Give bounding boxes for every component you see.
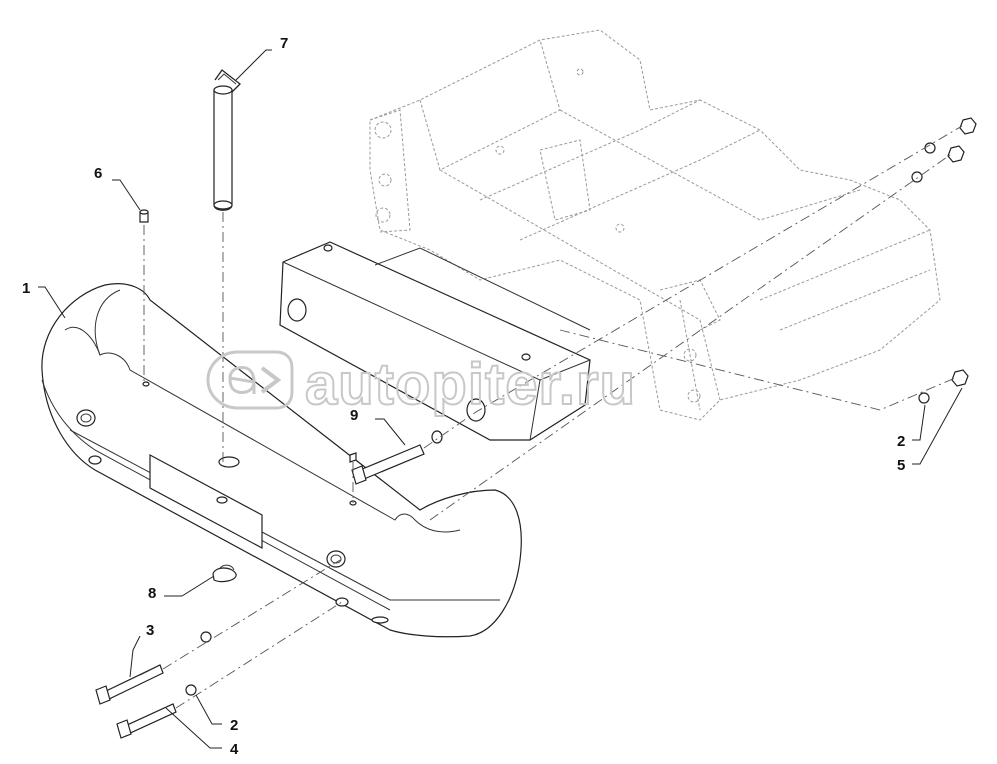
callout-labels: 1 2 2 3 4 5 6 7 8 9 — [22, 35, 905, 758]
locking-pin — [213, 69, 241, 211]
small-pin — [139, 209, 149, 223]
assembly-axes — [143, 125, 963, 709]
callout-8: 8 — [148, 585, 156, 602]
right-hardware — [911, 117, 977, 404]
callout-2-bottom: 2 — [230, 717, 238, 734]
bolt-3 — [95, 631, 212, 705]
callout-leaders — [38, 49, 963, 749]
callout-6: 6 — [94, 165, 102, 182]
callout-2-right: 2 — [897, 433, 905, 450]
callout-9: 9 — [350, 407, 358, 424]
watermark: autopiter.ru — [206, 350, 636, 418]
callout-3: 3 — [146, 622, 154, 639]
watermark-text: autopiter.ru — [305, 352, 636, 417]
callout-7: 7 — [280, 35, 288, 52]
callout-5: 5 — [897, 457, 905, 474]
spring-clip — [212, 564, 237, 583]
tractor-front-frame — [369, 29, 941, 421]
arrow-in-circle-logo-icon — [206, 350, 294, 410]
callout-4: 4 — [230, 741, 239, 758]
bolt-4 — [116, 684, 197, 739]
bolt-9 — [349, 430, 443, 485]
front-ballast-weight — [41, 283, 522, 638]
callout-1: 1 — [22, 280, 30, 297]
